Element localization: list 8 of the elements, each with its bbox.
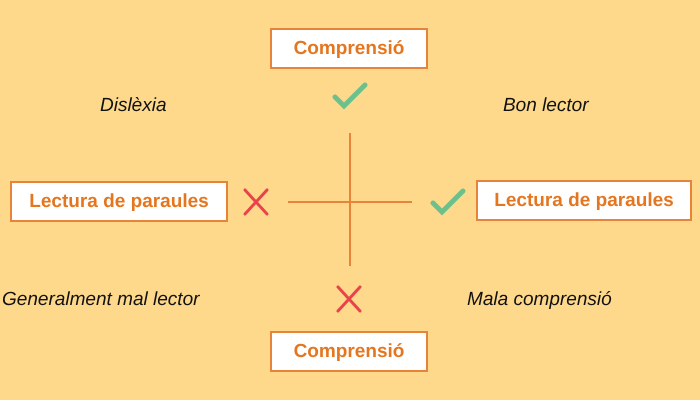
quadrant-label: Bon lector	[503, 95, 589, 117]
label-box: Lectura de paraules	[476, 180, 692, 221]
label-box: Lectura de paraules	[10, 181, 228, 222]
quadrant-label: Mala comprensió	[467, 289, 612, 311]
label-box: Comprensió	[270, 28, 428, 69]
quadrant-label: Dislèxia	[100, 95, 167, 117]
quadrant-label: Generalment mal lector	[2, 289, 200, 311]
label-box: Comprensió	[270, 331, 428, 372]
